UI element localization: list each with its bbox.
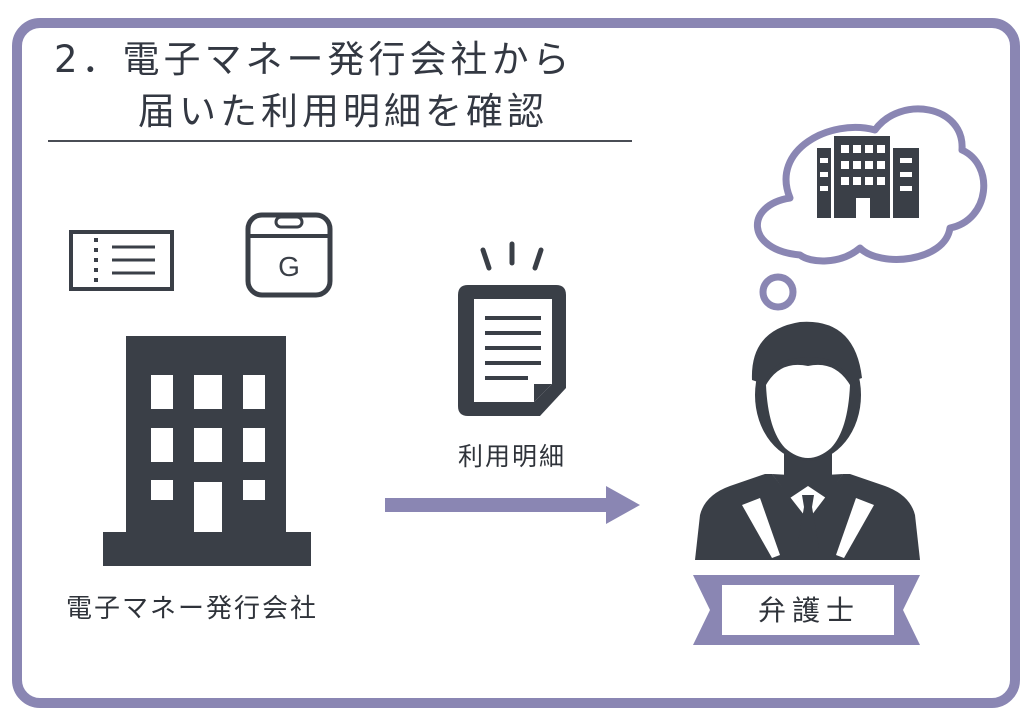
statement-label: 利用明細 bbox=[458, 442, 567, 471]
lawyer-name-banner bbox=[693, 575, 920, 645]
gift-card-letter: G bbox=[278, 251, 300, 282]
thought-bubble-icon bbox=[753, 105, 988, 311]
arrow-right-icon bbox=[385, 486, 640, 524]
statement-document-icon bbox=[458, 241, 566, 416]
gift-card-icon: G bbox=[245, 212, 333, 298]
title-line-2: 届いた利用明細を確認 bbox=[138, 90, 548, 133]
lawyer-label: 弁護士 bbox=[758, 594, 861, 627]
company-label: 電子マネー発行会社 bbox=[66, 594, 319, 624]
ticket-icon bbox=[69, 230, 174, 291]
office-building-icon bbox=[103, 336, 311, 566]
lawyer-person-icon bbox=[695, 321, 920, 560]
title-line-1: 2．電子マネー発行会社から bbox=[54, 38, 574, 81]
building-icon bbox=[817, 136, 919, 218]
diagram-title: 2．電子マネー発行会社から 届いた利用明細を確認 bbox=[54, 34, 574, 138]
title-underline bbox=[48, 140, 632, 142]
